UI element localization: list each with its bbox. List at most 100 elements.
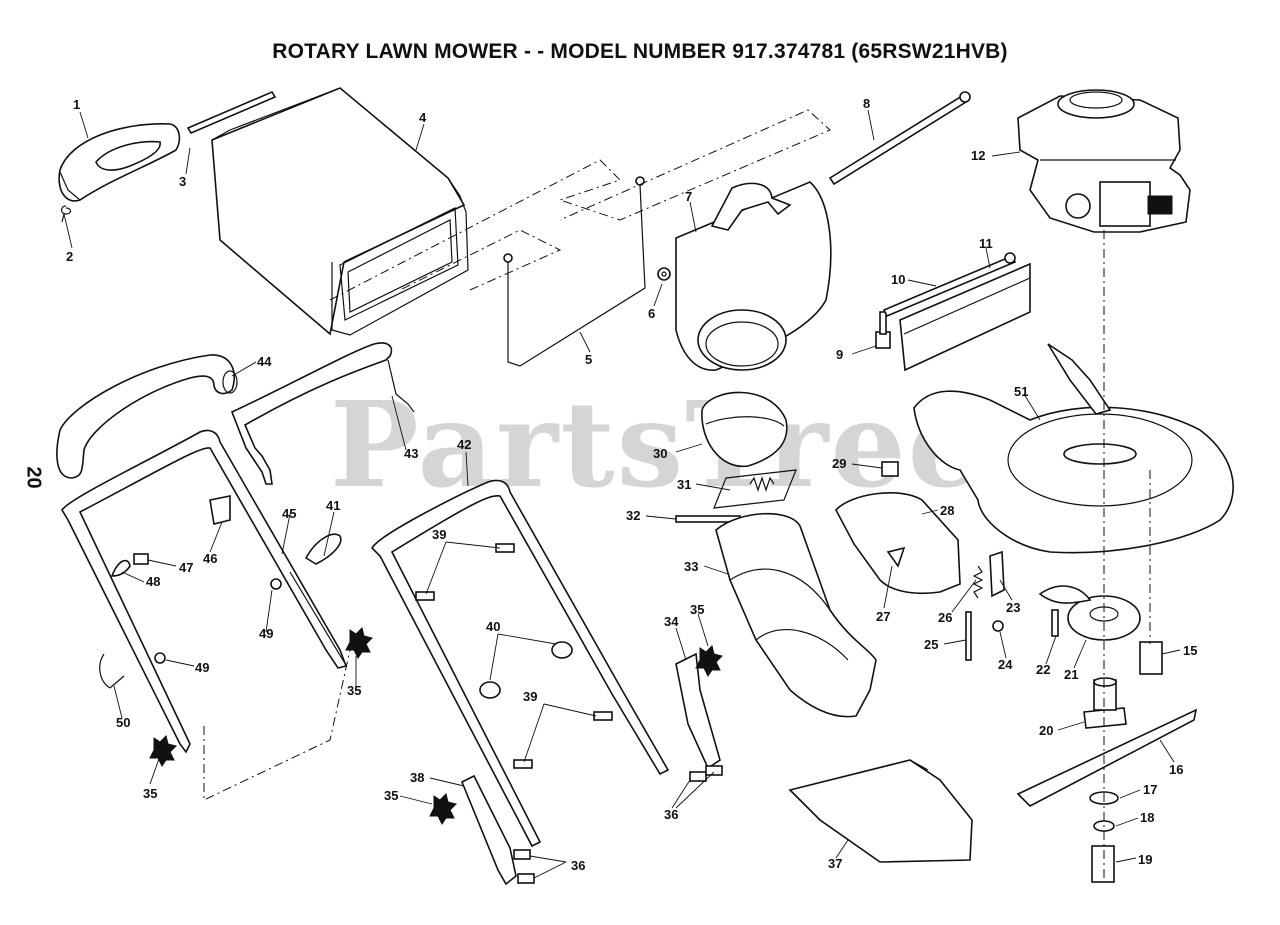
callout-49a: 49: [259, 626, 273, 641]
part-24-nut[interactable]: [992, 620, 1004, 632]
callout-18: 18: [1140, 810, 1154, 825]
part-10-hinge-rod[interactable]: [882, 254, 1017, 318]
part-34-bracket[interactable]: [675, 652, 721, 770]
callout-45: 45: [282, 506, 296, 521]
callout-5: 5: [585, 352, 592, 367]
part-46-clip[interactable]: [209, 495, 231, 525]
callout-2: 2: [66, 249, 73, 264]
callout-39b: 39: [523, 689, 537, 704]
part-11-hinge-plate[interactable]: [899, 252, 1031, 372]
callout-12: 12: [971, 148, 985, 163]
callout-11: 11: [979, 236, 993, 251]
part-9-bolt[interactable]: [875, 311, 891, 349]
part-26-spring[interactable]: [972, 565, 984, 599]
callout-30: 30: [653, 446, 667, 461]
part-51-deck[interactable]: [913, 343, 1234, 554]
callout-6: 6: [648, 306, 655, 321]
callout-17: 17: [1143, 782, 1157, 797]
part-36-bolts[interactable]: [513, 765, 723, 884]
part-12-engine[interactable]: [1017, 89, 1191, 233]
callout-32: 32: [626, 508, 640, 523]
callout-33: 33: [684, 559, 698, 574]
part-20-blade-adapter-bolt[interactable]: [1083, 677, 1127, 729]
callout-9: 9: [836, 347, 843, 362]
callout-37: 37: [828, 856, 842, 871]
part-45-lower-handle[interactable]: [61, 429, 348, 754]
part-37-mulch-plug[interactable]: [788, 759, 973, 863]
callout-4: 4: [419, 110, 427, 125]
part-31-spring[interactable]: [713, 469, 797, 509]
callout-35c: 35: [143, 786, 157, 801]
callout-15: 15: [1183, 643, 1197, 658]
part-4-grass-bag[interactable]: [211, 87, 469, 336]
part-23-bracket[interactable]: [989, 550, 1005, 598]
callout-labels: 1 2 3 4 5 6 7 8 9 10 11 12 15 16 17 18 1…: [66, 96, 1197, 873]
part-28-deflector-plate[interactable]: [921, 499, 959, 541]
part-49-nut[interactable]: [154, 578, 282, 664]
callout-36b: 36: [571, 858, 585, 873]
callout-26: 26: [938, 610, 952, 625]
part-44-handle-grip[interactable]: [56, 354, 238, 479]
callout-7: 7: [685, 189, 692, 204]
part-3-rod[interactable]: [186, 90, 277, 135]
part-15-bolt[interactable]: [1139, 641, 1163, 675]
part-29-knob[interactable]: [881, 461, 899, 477]
part-33-chute[interactable]: [715, 512, 877, 718]
callout-35d: 35: [384, 788, 398, 803]
part-1-handle-grip[interactable]: [58, 123, 181, 202]
part-25-pin[interactable]: [965, 611, 972, 661]
part-22-bolt[interactable]: [1051, 609, 1059, 637]
part-30-chute-door[interactable]: [701, 391, 788, 468]
callout-20: 20: [1039, 723, 1053, 738]
callout-47: 47: [179, 560, 193, 575]
part-27-deflector[interactable]: [835, 492, 961, 595]
callout-41: 41: [326, 498, 340, 513]
callout-31: 31: [677, 477, 691, 492]
callout-42: 42: [457, 437, 471, 452]
callout-34: 34: [664, 614, 679, 629]
callout-24: 24: [998, 657, 1013, 672]
part-8-rod[interactable]: [828, 91, 971, 186]
callout-35a: 35: [690, 602, 704, 617]
part-7-bag-cover[interactable]: [675, 181, 832, 371]
callout-3: 3: [179, 174, 186, 189]
part-2-clip[interactable]: [60, 205, 72, 223]
assembly-lines: [203, 109, 1151, 880]
callout-36a: 36: [664, 807, 678, 822]
callout-22: 22: [1036, 662, 1050, 677]
part-35-knobs[interactable]: [149, 627, 723, 825]
part-42-lower-handle[interactable]: [371, 479, 670, 848]
callout-10: 10: [891, 272, 905, 287]
part-38-bracket[interactable]: [460, 774, 517, 886]
callout-46: 46: [203, 551, 217, 566]
callout-43: 43: [404, 446, 418, 461]
callout-23: 23: [1006, 600, 1020, 615]
part-47-bolt[interactable]: [133, 553, 149, 565]
callout-29: 29: [832, 456, 846, 471]
callout-8: 8: [863, 96, 870, 111]
callout-19: 19: [1138, 852, 1152, 867]
callout-48: 48: [146, 574, 160, 589]
page-title: ROTARY LAWN MOWER - - MODEL NUMBER 917.3…: [272, 40, 1008, 63]
callout-39a: 39: [432, 527, 446, 542]
part-19-bolt[interactable]: [1091, 845, 1115, 883]
callout-40: 40: [486, 619, 500, 634]
part-16-blade[interactable]: [1016, 708, 1198, 807]
callout-25: 25: [924, 637, 938, 652]
callout-50: 50: [116, 715, 130, 730]
callout-1: 1: [73, 97, 80, 112]
callout-38: 38: [410, 770, 424, 785]
callout-35b: 35: [347, 683, 361, 698]
part-40-clips[interactable]: [479, 641, 573, 699]
part-6-washer[interactable]: [657, 267, 671, 281]
callout-44: 44: [257, 354, 272, 369]
part-41-cable-guide[interactable]: [304, 533, 342, 565]
part-48-cable-guide[interactable]: [110, 559, 131, 577]
part-43-upper-handle[interactable]: [230, 342, 415, 485]
callout-16: 16: [1169, 762, 1183, 777]
part-50-cable-tie[interactable]: [99, 653, 125, 689]
callout-27: 27: [876, 609, 890, 624]
callout-28: 28: [940, 503, 954, 518]
part-5-bag-frame[interactable]: [503, 176, 646, 367]
